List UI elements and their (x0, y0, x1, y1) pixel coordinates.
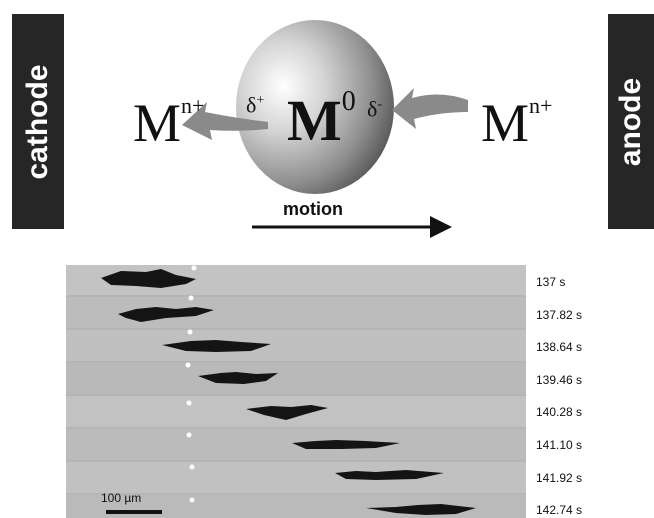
particle-label: M0 (287, 70, 356, 153)
particle-symbol: M (287, 88, 342, 153)
delta-minus-symbol: δ (367, 96, 378, 122)
delta-minus-sign: - (377, 97, 383, 112)
particle-frames (101, 265, 476, 515)
motion-label: motion (283, 199, 343, 219)
scale-bar (106, 510, 162, 514)
motion-arrow-head (430, 216, 452, 238)
left-ion-charge: n+ (181, 93, 205, 118)
frame-strip (66, 363, 526, 394)
time-label: 140.28 s (536, 405, 583, 419)
frame-strip (66, 330, 526, 361)
delta-plus-symbol: δ (246, 92, 257, 118)
particle-charge: 0 (341, 86, 356, 117)
time-label: 137.82 s (536, 308, 583, 322)
time-label: 141.10 s (536, 438, 583, 452)
delta-plus-sign: + (256, 93, 265, 108)
cathode-electrode: cathode (12, 14, 64, 229)
time-label: 137 s (536, 275, 566, 289)
right-ion-charge: n+ (529, 93, 553, 118)
micrograph-sequence (66, 265, 526, 518)
time-label: 138.64 s (536, 340, 583, 354)
left-ion-label: Mn+ (133, 76, 204, 153)
right-ion-symbol: M (481, 93, 530, 153)
right-ion-label: Mn+ (481, 76, 552, 153)
left-curved-arrow (182, 102, 268, 140)
schematic-diagram (182, 20, 468, 238)
metal-particle (236, 20, 394, 194)
delta-plus-label: δ+ (246, 88, 264, 118)
frame-strip (66, 462, 526, 493)
electrode-marker-dots (185, 265, 197, 503)
time-label: 139.46 s (536, 373, 583, 387)
delta-minus-label: δ- (367, 92, 382, 122)
time-label: 141.92 s (536, 471, 583, 485)
moving-dendrite-particles (101, 269, 476, 515)
scale-bar-label: 100 µm (101, 491, 142, 505)
right-curved-arrow (392, 88, 468, 129)
anode-electrode: anode (608, 14, 654, 229)
time-label: 142.74 s (536, 503, 583, 517)
left-ion-symbol: M (133, 93, 182, 153)
